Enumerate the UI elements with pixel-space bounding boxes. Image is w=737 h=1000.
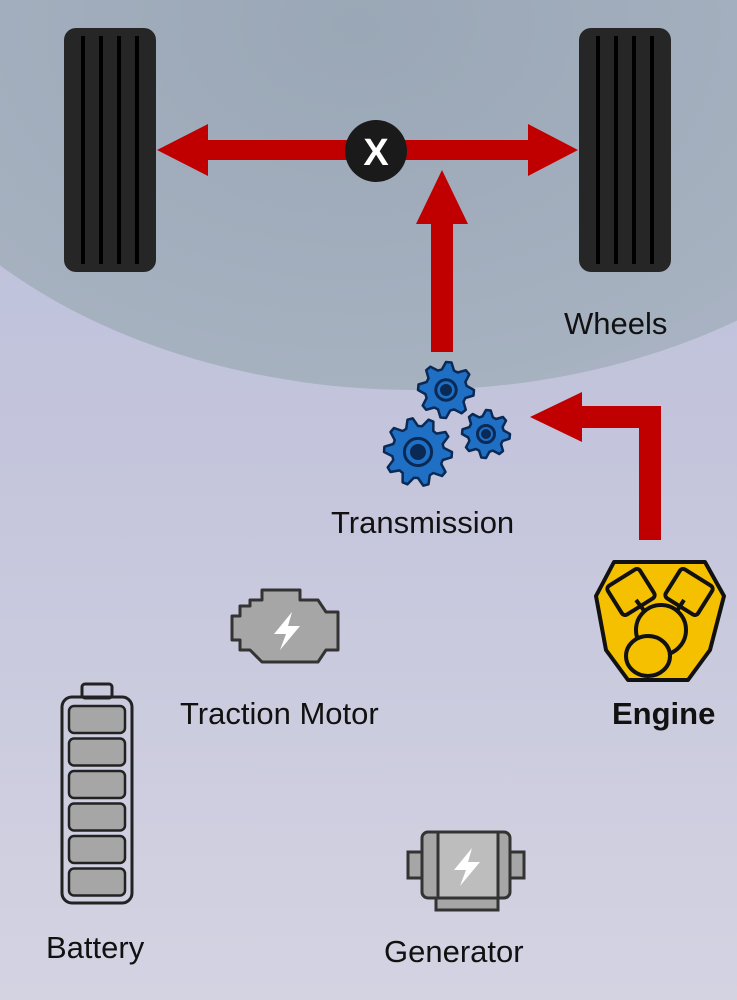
generator-label: Generator [384,934,524,969]
engine-icon [594,560,726,682]
engine-label: Engine [612,696,716,731]
gear-3 [460,408,512,460]
differential-label: X [363,132,389,174]
differential-icon: X [345,120,407,182]
battery-label: Battery [46,930,145,965]
traction-motor-label: Traction Motor [180,696,379,731]
battery-cell [67,769,127,800]
gear-2 [382,417,454,487]
battery-cell [67,737,127,767]
transmission-gears-icon [382,360,512,487]
battery-cell [67,867,127,897]
wheels-label: Wheels [564,306,668,341]
battery-icon [60,682,134,905]
traction-motor-icon [230,588,340,664]
battery-cell [67,834,127,865]
gear-1 [416,360,476,420]
battery-cell [67,704,127,735]
left-wheel-icon [64,28,156,272]
right-wheel-icon [579,28,671,272]
transmission-label: Transmission [331,505,515,540]
transmission-to-axle-arrow [416,170,468,352]
battery-cell [67,802,127,832]
engine-to-transmission-arrow [530,392,661,540]
generator-icon [406,830,526,912]
